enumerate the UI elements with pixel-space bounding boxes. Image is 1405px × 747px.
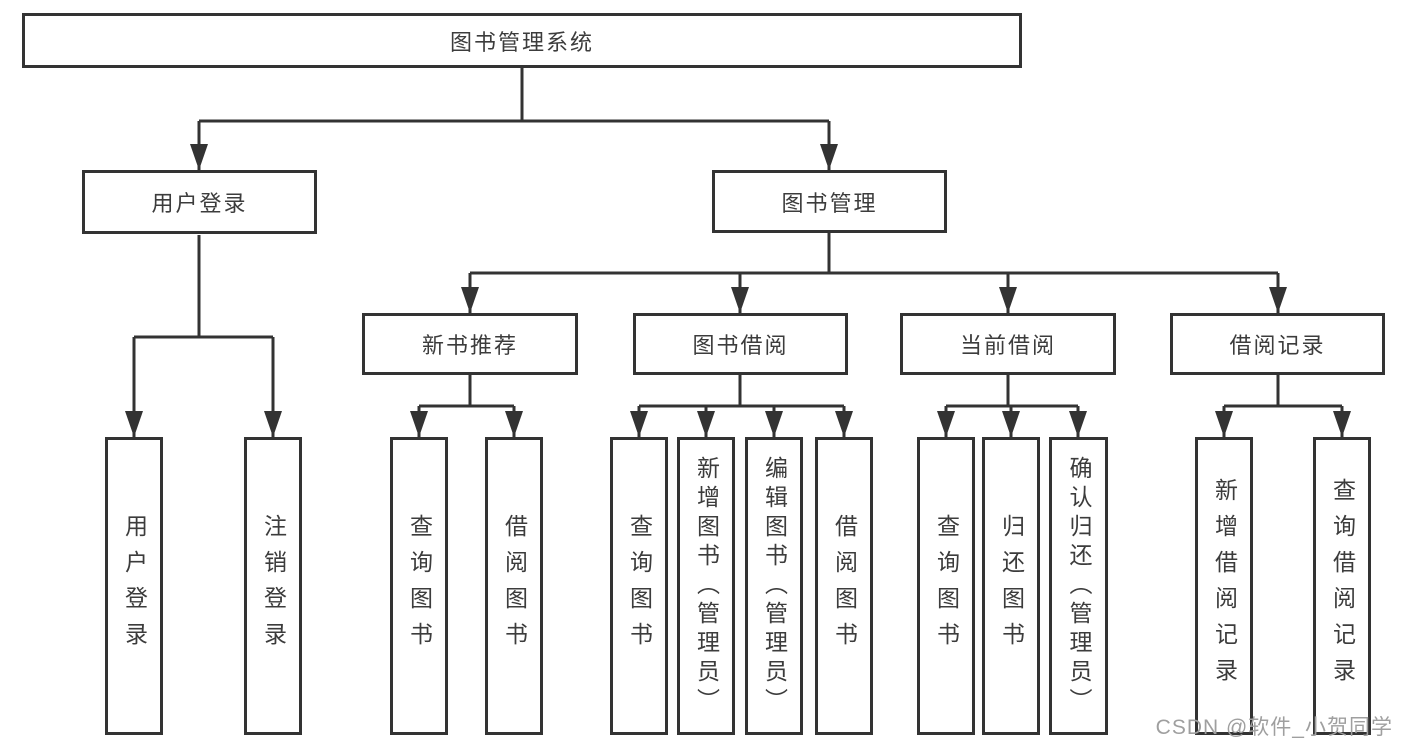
node-book-management-label: 图书管理 xyxy=(781,190,878,216)
leaf-confirm-return-admin: 确认归还（管理员） xyxy=(1049,437,1108,735)
node-book-management: 图书管理 xyxy=(712,170,947,233)
connector-book-borrow-children xyxy=(630,375,853,437)
leaf-return-book-label: 归还图书 xyxy=(998,514,1025,658)
leaf-borrow-books-recommend: 借阅图书 xyxy=(485,437,543,735)
node-user-login-label: 用户登录 xyxy=(151,191,248,216)
leaf-user-login: 用户登录 xyxy=(105,437,163,735)
leaf-query-books-borrow: 查询图书 xyxy=(610,437,668,735)
leaf-add-borrow-record-label: 新增借阅记录 xyxy=(1211,478,1238,694)
connector-borrow-records-children xyxy=(1215,375,1351,437)
leaf-query-books-current: 查询图书 xyxy=(917,437,975,735)
leaf-logout: 注销登录 xyxy=(244,437,302,735)
node-new-book-recommendation: 新书推荐 xyxy=(362,313,578,375)
leaf-query-borrow-record-label: 查询借阅记录 xyxy=(1329,478,1356,694)
leaf-borrow-books: 借阅图书 xyxy=(815,437,873,735)
node-user-login: 用户登录 xyxy=(82,170,317,234)
node-book-borrowing-label: 图书借阅 xyxy=(692,333,789,358)
leaf-borrow-books-label: 借阅图书 xyxy=(831,514,858,658)
connector-user-login-children xyxy=(125,235,282,437)
node-borrowing-records-label: 借阅记录 xyxy=(1229,333,1326,358)
leaf-query-books-recommend: 查询图书 xyxy=(390,437,448,735)
node-new-book-recommendation-label: 新书推荐 xyxy=(421,333,518,358)
leaf-confirm-return-admin-label: 确认归还（管理员） xyxy=(1066,455,1092,717)
leaf-return-book: 归还图书 xyxy=(982,437,1040,735)
connector-book-management-children xyxy=(461,233,1287,313)
connector-root-to-level2 xyxy=(190,68,838,170)
csdn-watermark: CSDN @软件_小贺同学 xyxy=(1155,716,1393,739)
leaf-logout-label: 注销登录 xyxy=(260,514,287,658)
node-library-system-label: 图书管理系统 xyxy=(449,29,594,55)
leaf-query-books-recommend-label: 查询图书 xyxy=(406,514,433,658)
leaf-query-books-current-label: 查询图书 xyxy=(933,514,960,658)
connector-new-book-children xyxy=(410,375,523,437)
leaf-edit-book-admin: 编辑图书（管理员） xyxy=(745,437,803,735)
connector-current-borrow-children xyxy=(937,375,1087,437)
leaf-add-book-admin: 新增图书（管理员） xyxy=(677,437,735,735)
leaf-borrow-books-recommend-label: 借阅图书 xyxy=(501,514,528,658)
node-current-borrowing: 当前借阅 xyxy=(900,313,1116,375)
leaf-add-book-admin-label: 新增图书（管理员） xyxy=(693,455,720,717)
node-borrowing-records: 借阅记录 xyxy=(1170,313,1385,375)
node-library-system: 图书管理系统 xyxy=(22,13,1022,68)
leaf-user-login-label: 用户登录 xyxy=(121,514,148,658)
leaf-edit-book-admin-label: 编辑图书（管理员） xyxy=(761,455,788,717)
leaf-add-borrow-record: 新增借阅记录 xyxy=(1195,437,1253,735)
leaf-query-borrow-record: 查询借阅记录 xyxy=(1313,437,1371,735)
leaf-query-books-borrow-label: 查询图书 xyxy=(626,514,653,658)
node-book-borrowing: 图书借阅 xyxy=(633,313,848,375)
node-current-borrowing-label: 当前借阅 xyxy=(959,333,1056,358)
